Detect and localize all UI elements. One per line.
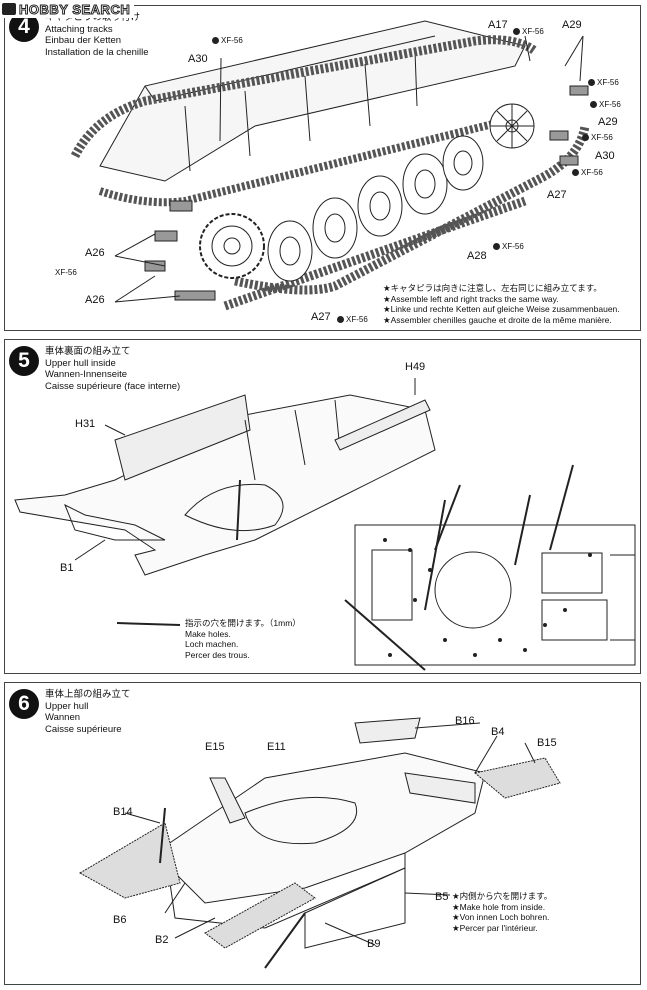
step-4-title-de: Einbau der Ketten bbox=[45, 35, 122, 46]
paint-callout: XF-56 bbox=[513, 27, 544, 36]
part-label-b9: B9 bbox=[367, 938, 381, 950]
logo-text: HOBBY SEARCH bbox=[18, 1, 131, 17]
part-label-b1: B1 bbox=[60, 562, 74, 574]
step-6-title-fr: Caisse supérieure bbox=[45, 723, 122, 735]
step-5-titles: 車体裏面の組み立て Upper hull inside Wannen-Innen… bbox=[45, 346, 180, 392]
step-6-title-en: Upper hull bbox=[45, 700, 89, 712]
part-label-h49: H49 bbox=[405, 361, 426, 373]
part-label-b4: B4 bbox=[491, 726, 505, 738]
step-6-number: 6 bbox=[9, 689, 39, 719]
paint-callout: XF-56 bbox=[493, 242, 524, 251]
part-label-b2: B2 bbox=[155, 934, 169, 946]
hobbysearch-logo: HOBBY SEARCH bbox=[0, 0, 135, 18]
part-label-b16: B16 bbox=[455, 715, 475, 727]
step-4-title-en: Attaching tracks bbox=[45, 23, 113, 35]
step-5-title-en: Upper hull inside bbox=[45, 357, 116, 369]
step-6-title-de: Wannen bbox=[45, 712, 81, 723]
part-label-b6: B6 bbox=[113, 914, 127, 926]
paint-dot-icon bbox=[590, 101, 597, 108]
step-4-title-fr: Installation de la chenille bbox=[45, 46, 149, 58]
paint-dot-icon bbox=[212, 37, 219, 44]
step-5-note: 指示の穴を開けます。（1mm） Make holes. Loch machen.… bbox=[185, 618, 301, 660]
step-4-titles: キャタピラの取り付け Attaching tracks Einbau der K… bbox=[45, 12, 149, 58]
step-5-title-de: Wannen-Innenseite bbox=[45, 369, 128, 380]
part-label-a26-a: A26 bbox=[85, 247, 105, 259]
step-4-panel: 4 キャタピラの取り付け Attaching tracks Einbau der… bbox=[4, 5, 641, 331]
upper-hull-inside-illustration bbox=[14, 378, 636, 671]
part-label-e11: E11 bbox=[267, 741, 286, 753]
paint-dot-icon bbox=[588, 79, 595, 86]
part-label-b15: B15 bbox=[537, 737, 557, 749]
part-label-h31: H31 bbox=[75, 418, 96, 430]
paint-dot-icon bbox=[337, 316, 344, 323]
step-5-title-ja: 車体裏面の組み立て bbox=[45, 346, 131, 357]
part-label-a28: A28 bbox=[467, 250, 487, 262]
part-label-a29-top: A29 bbox=[562, 19, 582, 31]
part-label-b5: B5 bbox=[435, 891, 449, 903]
track-assembly-illustration bbox=[70, 20, 590, 311]
part-label-a29-mid: A29 bbox=[598, 116, 618, 128]
part-label-a26-b: A26 bbox=[85, 294, 105, 306]
paint-callout: XF-56 bbox=[212, 36, 243, 45]
step-5-title-fr: Caisse supérieure (face interne) bbox=[45, 380, 181, 392]
paint-callout: XF-56 bbox=[590, 100, 621, 109]
part-label-a27-right: A27 bbox=[547, 189, 567, 201]
step-6-title-ja: 車体上部の組み立て bbox=[45, 689, 131, 700]
step-5-number: 5 bbox=[9, 346, 39, 376]
paint-callout: XF-56 bbox=[337, 315, 368, 324]
paint-dot-icon bbox=[513, 28, 520, 35]
logo-mark-icon bbox=[2, 3, 16, 15]
step-5-panel: 5 車体裏面の組み立て Upper hull inside Wannen-Inn… bbox=[4, 339, 641, 674]
upper-hull-illustration bbox=[78, 717, 561, 969]
paint-callout: XF-56 bbox=[572, 168, 603, 177]
paint-dot-icon bbox=[493, 243, 500, 250]
paint-callout: XF-56 bbox=[588, 78, 619, 87]
step-4-note: ★キャタピラは向きに注意し、左右同じに組み立てます。 ★Assemble lef… bbox=[383, 283, 620, 325]
step-6-panel: 6 車体上部の組み立て Upper hull Wannen Caisse sup… bbox=[4, 682, 641, 985]
part-label-a30-top: A30 bbox=[188, 53, 208, 65]
part-label-a30-right: A30 bbox=[595, 150, 615, 162]
paint-dot-icon bbox=[582, 134, 589, 141]
part-label-a27-bottom: A27 bbox=[311, 311, 331, 323]
step-6-note: ★内側から穴を開けます。 ★Make hole from inside. ★Vo… bbox=[452, 891, 553, 933]
part-label-e15: E15 bbox=[205, 741, 225, 753]
step-6-titles: 車体上部の組み立て Upper hull Wannen Caisse supér… bbox=[45, 689, 131, 735]
part-label-b14: B14 bbox=[113, 806, 133, 818]
paint-dot-icon bbox=[572, 169, 579, 176]
paint-callout: XF-56 bbox=[55, 268, 77, 277]
paint-callout: XF-56 bbox=[582, 133, 613, 142]
part-label-a17: A17 bbox=[488, 19, 508, 31]
